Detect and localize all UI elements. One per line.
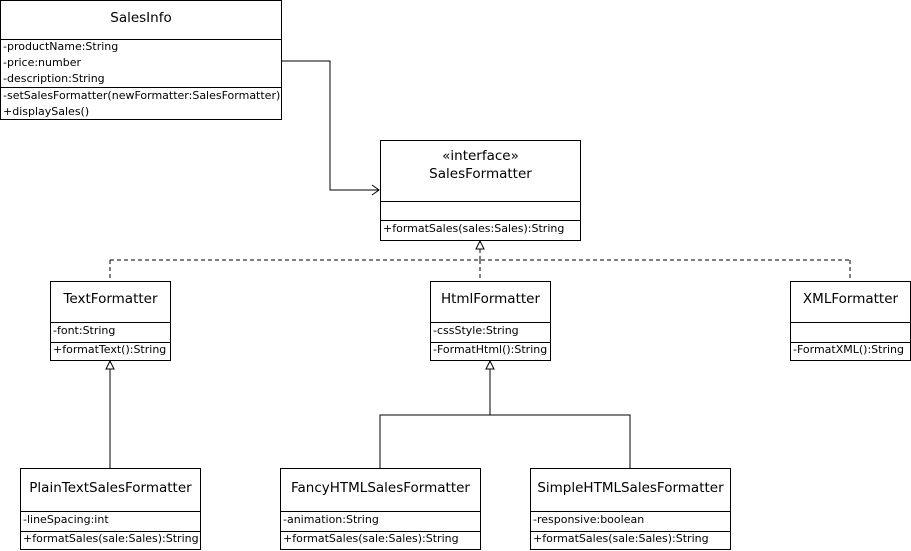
class-simple-html-sales-formatter[interactable]: SimpleHTMLSalesFormatter -responsive:boo… xyxy=(530,468,731,550)
interface-sales-formatter[interactable]: «interface» SalesFormatter +formatSales(… xyxy=(380,140,581,241)
operations-compartment: +formatSales(sale:Sales):String xyxy=(531,531,730,549)
class-name: SimpleHTMLSalesFormatter xyxy=(537,480,724,496)
class-name: XMLFormatter xyxy=(802,291,899,307)
class-sales-info[interactable]: SalesInfo -productName:String -price:num… xyxy=(0,0,282,120)
attribute: -lineSpacing:int xyxy=(23,513,109,526)
operation: +formatSales(sale:Sales):String xyxy=(283,532,459,545)
class-name: PlainTextSalesFormatter xyxy=(29,480,192,496)
operation: +formatText():String xyxy=(53,343,167,356)
attributes-compartment: -responsive:boolean xyxy=(531,511,730,532)
generalization-branch-html xyxy=(379,414,631,468)
attribute: -animation:String xyxy=(283,513,379,526)
operation: +displaySales() xyxy=(3,105,90,118)
realization-arrowhead xyxy=(475,239,485,250)
operation: +formatSales(sale:Sales):String xyxy=(533,532,709,545)
class-name: HtmlFormatter xyxy=(440,291,541,307)
class-xml-formatter[interactable]: XMLFormatter -FormatXML():String xyxy=(790,281,911,361)
operation: +formatSales(sale:Sales):String xyxy=(23,532,199,545)
class-fancy-html-sales-formatter[interactable]: FancyHTMLSalesFormatter -animation:Strin… xyxy=(280,468,481,550)
class-html-formatter[interactable]: HtmlFormatter -cssStyle:String -FormatHt… xyxy=(430,281,551,361)
association-line xyxy=(281,60,379,191)
attributes-compartment: -lineSpacing:int xyxy=(21,511,200,532)
operations-compartment: +formatText():String xyxy=(51,342,170,360)
attributes-compartment: -animation:String xyxy=(281,511,480,532)
class-name: SalesFormatter xyxy=(429,166,532,182)
operations-compartment: +formatSales(sales:Sales):String xyxy=(381,221,580,240)
class-plain-text-sales-formatter[interactable]: PlainTextSalesFormatter -lineSpacing:int… xyxy=(20,468,201,550)
attributes-compartment xyxy=(381,201,580,221)
stereotype-label: «interface» xyxy=(442,148,519,164)
association-arrowhead xyxy=(371,184,380,196)
operations-compartment: +formatSales(sale:Sales):String xyxy=(21,531,200,549)
class-name: TextFormatter xyxy=(63,291,158,307)
attribute: -responsive:boolean xyxy=(533,513,645,526)
class-text-formatter[interactable]: TextFormatter -font:String +formatText()… xyxy=(50,281,171,361)
operation: +formatSales(sales:Sales):String xyxy=(383,222,565,235)
attributes-compartment xyxy=(791,322,910,343)
class-name: FancyHTMLSalesFormatter xyxy=(291,480,470,496)
operations-compartment: -FormatXML():String xyxy=(791,342,910,360)
operations-compartment: +formatSales(sale:Sales):String xyxy=(281,531,480,549)
generalization-arrowhead-text xyxy=(105,359,115,370)
attribute: -cssStyle:String xyxy=(433,324,519,337)
attribute: -price:number xyxy=(3,56,81,69)
attributes-compartment: -productName:String -price:number -descr… xyxy=(1,39,281,88)
attributes-compartment: -font:String xyxy=(51,322,170,343)
operation: -FormatXML():String xyxy=(793,343,905,356)
attributes-compartment: -cssStyle:String xyxy=(431,322,550,343)
attribute: -description:String xyxy=(3,72,105,85)
operation: -setSalesFormatter(newFormatter:SalesFor… xyxy=(3,89,281,102)
operations-compartment: -setSalesFormatter(newFormatter:SalesFor… xyxy=(1,88,281,119)
operations-compartment: -FormatHtml():String xyxy=(431,342,550,360)
attribute: -productName:String xyxy=(3,40,119,53)
generalization-arrowhead-html xyxy=(485,359,495,370)
operation: -FormatHtml():String xyxy=(433,343,548,356)
attribute: -font:String xyxy=(53,324,116,337)
class-name: SalesInfo xyxy=(110,10,172,26)
